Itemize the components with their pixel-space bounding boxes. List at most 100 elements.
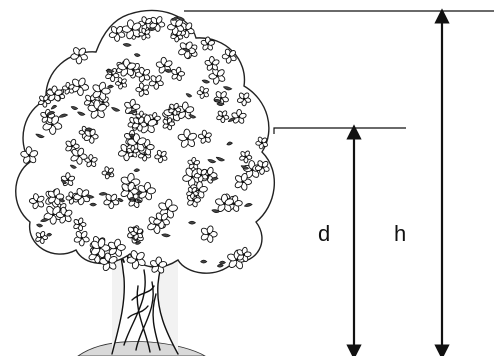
leaf-icon — [129, 133, 136, 138]
blossom-icon — [204, 56, 220, 71]
blossom-icon — [73, 230, 90, 247]
leaf-icon — [107, 84, 114, 89]
leaf-icon — [85, 194, 95, 199]
leaf-icon — [69, 164, 77, 169]
leaf-icon — [50, 104, 58, 110]
blossom-icon — [83, 128, 99, 144]
leaf-icon — [58, 113, 69, 118]
blossom-icon — [70, 47, 88, 65]
d-label: d — [318, 221, 330, 246]
blossom-icon — [216, 110, 230, 124]
blossom-icon — [234, 172, 252, 191]
blossom-icon — [236, 92, 252, 107]
blossom-icon — [196, 86, 209, 99]
leaf-icon — [98, 192, 108, 196]
leaf-icon — [227, 117, 236, 123]
leaf-icon — [70, 106, 79, 111]
blossom-icon — [130, 226, 144, 240]
blossom-icon — [117, 58, 136, 77]
blossom-icon — [73, 217, 87, 232]
blossom-icon — [187, 156, 201, 170]
blossom-icon — [124, 98, 141, 116]
blossom-icon — [92, 81, 111, 101]
leaf-icon — [216, 263, 224, 268]
blossom-icon — [239, 150, 253, 164]
leaf-icon — [219, 260, 226, 265]
leaf-icon — [147, 27, 156, 32]
blossom-icon — [171, 66, 186, 82]
leaf-icon — [60, 179, 68, 185]
blossom-icon — [135, 66, 151, 83]
blossom-icon — [35, 230, 49, 244]
leaf-icon — [46, 232, 53, 237]
leaf-icon — [188, 114, 197, 119]
blossom-icon — [162, 117, 176, 131]
leaf-icon — [127, 110, 138, 115]
leaf-icon — [136, 198, 143, 204]
leaf-icon — [134, 53, 141, 57]
leaf-icon — [105, 171, 112, 176]
blossom-icon — [154, 149, 168, 164]
leaf-icon — [211, 209, 221, 213]
blossom-icon — [70, 147, 88, 165]
blossom-icon — [132, 116, 148, 132]
leaf-icon — [77, 111, 86, 116]
blossom-icon — [62, 81, 75, 95]
blossom-icon — [200, 36, 215, 51]
blossom-icon — [42, 115, 63, 135]
leaf-icon — [45, 111, 56, 116]
blossom-icon — [200, 225, 218, 243]
leaf-icon — [216, 102, 225, 106]
leaf-icon — [35, 133, 45, 139]
blossom-icon — [108, 25, 126, 42]
blossom-icon — [46, 85, 63, 102]
leaf-icon — [129, 196, 136, 201]
leaf-icon — [40, 218, 50, 222]
blossom-icon — [186, 186, 199, 199]
leaf-icon — [111, 107, 121, 112]
blossom-icon — [153, 212, 170, 229]
blossom-icon — [221, 48, 237, 64]
leaf-icon — [89, 202, 97, 207]
blossom-icon — [47, 188, 65, 206]
leaf-icon — [117, 198, 124, 203]
blossom-icon — [91, 238, 111, 258]
blossom-icon — [231, 108, 247, 124]
leaf-icon — [105, 69, 115, 73]
ground-icon — [77, 341, 206, 356]
blossom-icon — [167, 18, 185, 36]
leaf-icon — [84, 127, 93, 132]
leaf-icon — [210, 176, 219, 181]
blossom-icon — [177, 128, 197, 148]
leaf-icon — [223, 86, 233, 91]
leaf-icon — [133, 168, 141, 173]
leaf-icon — [240, 165, 250, 170]
leaf-icon — [207, 159, 217, 164]
blossom-icon — [38, 94, 52, 108]
leaf-icon — [244, 202, 253, 207]
leaf-icon — [182, 47, 191, 53]
blossom-icon — [20, 146, 39, 164]
blossom-icon — [99, 252, 118, 272]
blossom-icon — [255, 136, 268, 150]
blossom-icon — [138, 27, 151, 41]
blossom-icon — [197, 129, 212, 144]
leaf-icon — [176, 16, 185, 21]
leaf-icon — [58, 198, 66, 203]
leaf-icon — [188, 220, 197, 225]
blossom-icon — [126, 145, 140, 158]
blossom-icon — [208, 67, 226, 85]
leaf-icon — [135, 240, 142, 245]
blossom-cluster — [20, 16, 270, 274]
blossom-icon — [126, 250, 146, 270]
leaf-icon — [135, 191, 143, 195]
leaf-icon — [161, 233, 171, 238]
leaf-icon — [215, 156, 226, 162]
blossom-icon — [193, 168, 209, 183]
blossom-icon — [148, 75, 164, 90]
blossom-icon — [135, 82, 150, 97]
leaf-icon — [122, 43, 132, 47]
blossom-icon — [115, 77, 128, 90]
blossom-icon — [28, 193, 45, 210]
blossom-icon — [55, 206, 73, 224]
